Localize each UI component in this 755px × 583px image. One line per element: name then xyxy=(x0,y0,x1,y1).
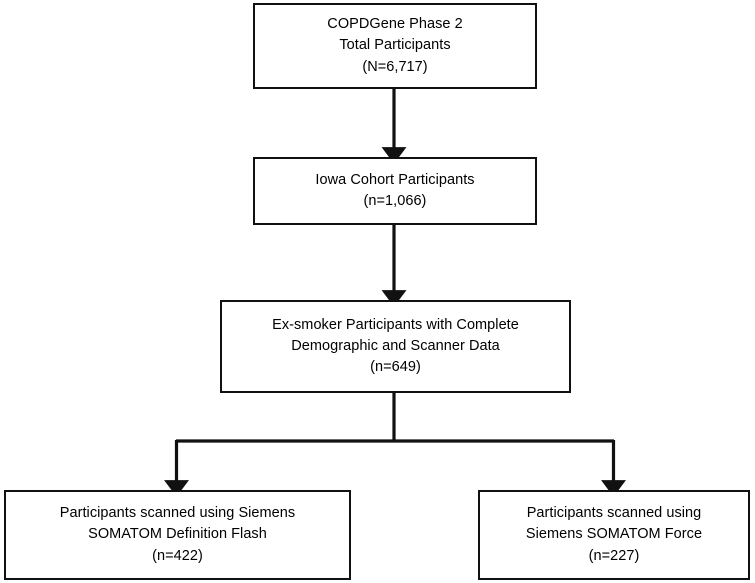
node-total-participants: COPDGene Phase 2 Total Participants (N=6… xyxy=(253,3,537,89)
node-iowa-cohort-label: Iowa Cohort Participants (n=1,066) xyxy=(315,171,475,209)
node-total-participants-label: COPDGene Phase 2 Total Participants (N=6… xyxy=(327,16,463,75)
node-somatom-definition-flash: Participants scanned using Siemens SOMAT… xyxy=(4,490,351,580)
node-somatom-force: Participants scanned using Siemens SOMAT… xyxy=(478,490,750,580)
node-iowa-cohort: Iowa Cohort Participants (n=1,066) xyxy=(253,157,537,225)
node-somatom-force-label: Participants scanned using Siemens SOMAT… xyxy=(525,505,703,564)
node-ex-smoker-complete-data-label: Ex-smoker Participants with Complete Dem… xyxy=(272,316,519,375)
node-somatom-definition-flash-label: Participants scanned using Siemens SOMAT… xyxy=(59,505,296,564)
node-ex-smoker-complete-data: Ex-smoker Participants with Complete Dem… xyxy=(220,300,571,393)
